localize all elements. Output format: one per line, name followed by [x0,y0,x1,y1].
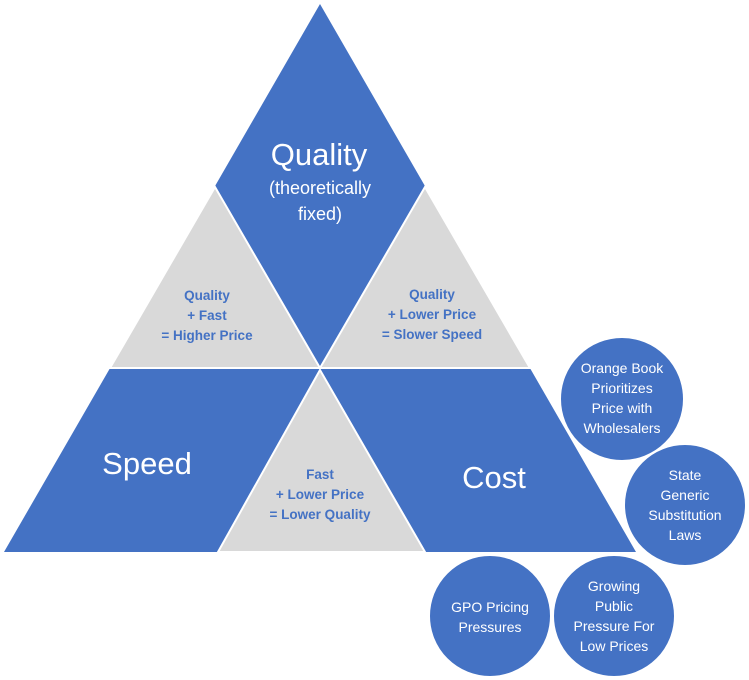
tradeoff-right-line3: = Slower Speed [382,327,482,342]
pressure-public: Growing Public Pressure For Low Prices [552,554,676,678]
pressure-public-line3: Pressure For [574,618,655,634]
pressure-state-laws-line1: State [669,467,702,483]
tradeoff-bottom-triangle [216,367,427,553]
pressure-orange-book-line1: Orange Book [581,360,664,376]
tradeoff-bottom-line2: + Lower Price [276,487,365,502]
pressure-orange-book: Orange Book Prioritizes Price with Whole… [559,336,685,462]
pressure-gpo-circle [428,554,552,678]
quality-title: Quality [271,137,368,172]
pressure-orange-book-line2: Prioritizes [591,380,652,396]
pressure-state-laws: State Generic Substitution Laws [623,443,747,567]
pressure-gpo-line2: Pressures [458,619,521,635]
pressure-state-laws-line2: Generic [660,487,709,503]
quality-subtitle-line2: fixed) [298,204,342,224]
tradeoff-bottom-line1: Fast [306,467,334,482]
pressure-gpo-line1: GPO Pricing [451,599,529,615]
pressure-state-laws-circle [623,443,747,567]
tradeoff-left-line1: Quality [184,288,230,303]
tradeoff-bottom-line3: = Lower Quality [270,507,371,522]
pressure-gpo: GPO Pricing Pressures [428,554,552,678]
pressure-orange-book-line4: Wholesalers [583,420,660,436]
quality-subtitle-line1: (theoretically [269,178,371,198]
tradeoff-left-line3: = Higher Price [161,328,253,343]
pressure-public-line2: Public [595,598,633,614]
cost-title: Cost [462,460,526,495]
tradeoff-right-triangle [318,185,532,369]
pressure-orange-book-circle [559,336,685,462]
outer-triangle [4,4,636,552]
tradeoff-right-line1: Quality [409,287,455,302]
tradeoff-left-line2: + Fast [187,308,227,323]
tradeoff-right-line2: + Lower Price [388,307,477,322]
speed-title: Speed [102,446,192,481]
pressure-orange-book-line3: Price with [592,400,653,416]
pressure-public-circle [552,554,676,678]
pressure-public-line1: Growing [588,578,640,594]
pressure-state-laws-line3: Substitution [648,507,721,523]
pressure-state-laws-line4: Laws [669,527,702,543]
tradeoff-left-triangle [108,185,322,369]
pressure-public-line4: Low Prices [580,638,648,654]
